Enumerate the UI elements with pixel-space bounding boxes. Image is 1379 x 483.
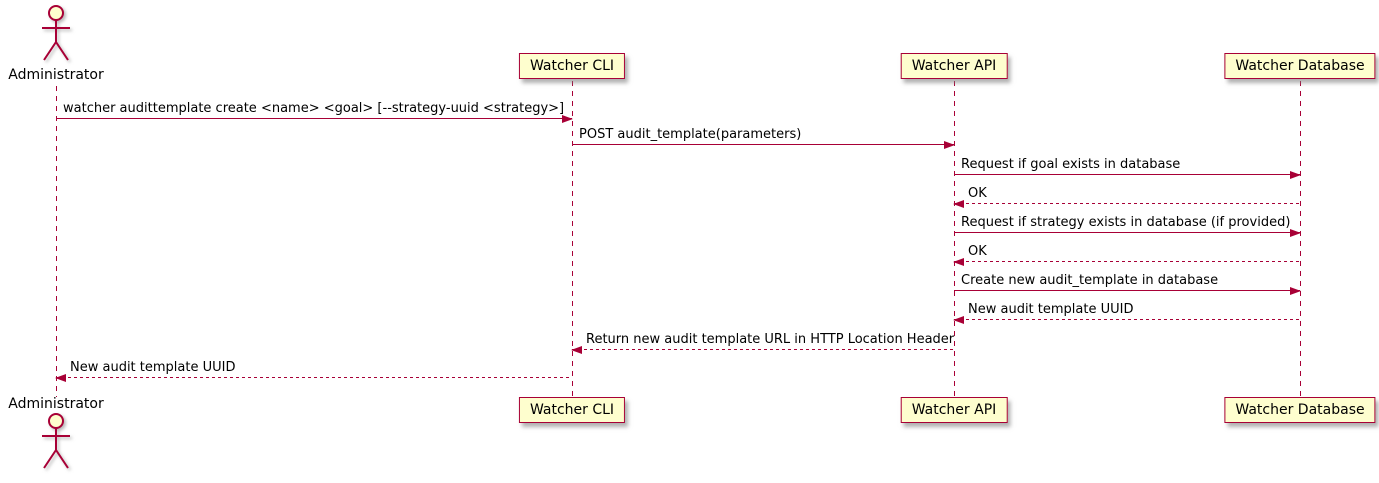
message-label: OK: [968, 186, 987, 201]
arrowhead-icon: [571, 346, 582, 354]
message-label: Return new audit template URL in HTTP Lo…: [586, 332, 955, 347]
message-line: [572, 349, 954, 350]
message: Create new audit_template in database: [954, 273, 1301, 295]
actor-label-administrator-bottom: Administrator: [8, 396, 104, 412]
actor-icon: [36, 412, 76, 476]
arrowhead-icon: [1290, 287, 1301, 295]
message-line: [954, 174, 1300, 175]
message-label: POST audit_template(parameters): [579, 127, 802, 142]
message-line: [56, 377, 572, 378]
participant-box-watcher-database-top: Watcher Database: [1224, 53, 1376, 79]
message-label: Create new audit_template in database: [961, 273, 1219, 288]
arrowhead-icon: [1290, 229, 1301, 237]
message: POST audit_template(parameters): [572, 127, 955, 149]
message-line: [954, 319, 1300, 320]
participant-box-watcher-api-bottom: Watcher API: [900, 397, 1008, 423]
message-line: [954, 232, 1300, 233]
actor-label-administrator-top: Administrator: [8, 67, 104, 83]
message: Return new audit template URL in HTTP Lo…: [571, 332, 955, 354]
message-line: [954, 203, 1300, 204]
message: OK: [953, 186, 1300, 208]
message: New audit template UUID: [55, 360, 572, 382]
participant-box-watcher-database-bottom: Watcher Database: [1224, 397, 1376, 423]
actor-icon: [36, 4, 76, 68]
participant-box-watcher-cli-bottom: Watcher CLI: [518, 397, 626, 423]
message-label: Request if strategy exists in database (…: [961, 215, 1291, 230]
participant-box-watcher-cli-top: Watcher CLI: [518, 53, 626, 79]
message-label: OK: [968, 244, 987, 259]
message: OK: [953, 244, 1300, 266]
message: Request if goal exists in database: [954, 157, 1301, 179]
arrowhead-icon: [953, 316, 964, 324]
message-line: [56, 118, 572, 119]
participant-box-watcher-api-top: Watcher API: [900, 53, 1008, 79]
arrowhead-icon: [55, 374, 66, 382]
message-line: [954, 290, 1300, 291]
message-label: New audit template UUID: [70, 360, 236, 375]
lifeline-administrator: [56, 86, 57, 397]
arrowhead-icon: [562, 115, 573, 123]
arrowhead-icon: [944, 141, 955, 149]
message-label: watcher audittemplate create <name> <goa…: [63, 101, 565, 116]
message-label: New audit template UUID: [968, 302, 1134, 317]
lifeline-watcher-database: [1300, 81, 1301, 397]
arrowhead-icon: [1290, 171, 1301, 179]
message: Request if strategy exists in database (…: [954, 215, 1301, 237]
message-label: Request if goal exists in database: [961, 157, 1181, 172]
lifeline-watcher-cli: [572, 81, 573, 397]
arrowhead-icon: [953, 200, 964, 208]
message: watcher audittemplate create <name> <goa…: [56, 101, 573, 123]
message: New audit template UUID: [953, 302, 1300, 324]
message-line: [954, 261, 1300, 262]
lifeline-watcher-api: [954, 81, 955, 397]
arrowhead-icon: [953, 258, 964, 266]
message-line: [572, 144, 954, 145]
